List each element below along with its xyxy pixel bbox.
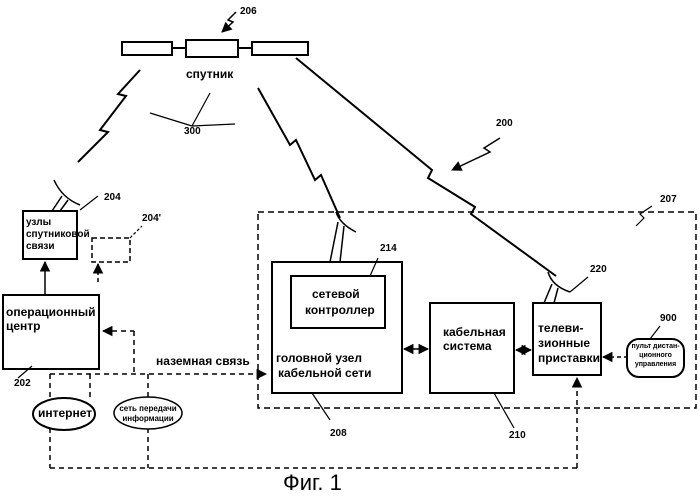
ref-210: 210 (509, 430, 526, 441)
ref-208-pointer (312, 393, 330, 420)
stb-dish-icon (544, 272, 570, 303)
data-network-label-2: информации (116, 415, 180, 423)
remote-label-3: управления (629, 361, 682, 368)
network-controller-label-2: контроллер (305, 304, 375, 317)
ops-center-label-1: операционный (6, 306, 95, 319)
remote-label-2: ционного (629, 352, 682, 359)
ops-center-label-2: центр (6, 320, 41, 333)
alt-uplink-box-dashed (92, 238, 130, 262)
figure-caption: Фиг. 1 (283, 471, 342, 495)
ref-200: 200 (496, 118, 513, 129)
ref-204: 204 (104, 192, 121, 203)
cable-system-label-2: система (443, 340, 492, 353)
stb-label-2: зионные (538, 337, 590, 350)
ref-206: 206 (240, 6, 257, 17)
ref-300: 300 (184, 126, 201, 137)
ref-900-pointer (650, 326, 660, 339)
satellite-icon (122, 40, 308, 57)
ref-900: 900 (660, 313, 677, 324)
network-controller-box (291, 276, 385, 328)
uplink-label-2: спутниковой (26, 229, 90, 240)
ref-208: 208 (330, 428, 347, 439)
link-to-stb-zigzag (296, 58, 556, 276)
remote-label-1: пульт дистан- (629, 343, 682, 350)
uplink-label-1: узлы (26, 217, 51, 228)
headend-dish-icon (330, 212, 356, 262)
ref-207-pointer (636, 206, 652, 226)
ref-220-pointer (570, 277, 588, 292)
ref-214: 214 (380, 243, 397, 254)
data-network-label-1: сеть передачи (116, 405, 180, 413)
internet-label: интернет (38, 407, 92, 420)
headend-label-2: кабельной сети (278, 367, 372, 380)
stb-label-1: телеви- (538, 322, 583, 335)
uplink-dish-icon (52, 180, 80, 211)
ref-207: 207 (660, 194, 677, 205)
headend-label-1: головной узел (276, 352, 362, 365)
network-controller-label-1: сетевой (312, 288, 360, 301)
ref-210-pointer (494, 393, 514, 428)
uplink-label-3: связи (26, 241, 55, 252)
ref-300-pointers (150, 93, 235, 126)
ref-202: 202 (14, 378, 31, 389)
ref-200-pointer (452, 138, 500, 170)
ground-link-label: наземная связь (156, 355, 250, 368)
ref-220: 220 (590, 264, 607, 275)
satellite-label: спутник (186, 68, 233, 81)
ref-204-pointer (80, 196, 98, 210)
stb-label-3: приставки (538, 352, 600, 365)
ref-206-pointer (222, 12, 236, 32)
ref-204p-pointer (130, 226, 142, 238)
cable-system-label-1: кабельная (443, 326, 506, 339)
link-to-headend-zigzag (258, 88, 340, 218)
uplink-zigzag-left (78, 70, 140, 162)
ref-204p: 204' (142, 213, 161, 224)
